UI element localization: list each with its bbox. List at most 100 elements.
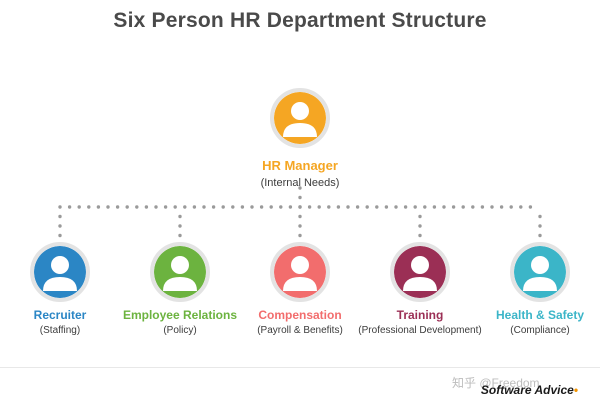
connector-dot <box>298 233 302 238</box>
training-desc: (Professional Development) <box>358 325 482 336</box>
node-training: Training (Professional Development) <box>345 242 495 336</box>
connector-dot <box>384 205 389 209</box>
connector-dot <box>115 205 120 209</box>
connector-dot <box>471 205 475 209</box>
connector-dot <box>58 233 62 238</box>
node-compensation: Compensation (Payroll & Benefits) <box>225 242 375 336</box>
compensation-desc: (Payroll & Benefits) <box>257 325 343 336</box>
person-icon <box>394 246 446 298</box>
connector-dot <box>135 205 139 209</box>
connector-dot <box>298 195 302 200</box>
connector-dot <box>106 205 110 209</box>
connector-dot <box>192 205 197 209</box>
node-hr-manager: HR Manager (Internal Needs) <box>225 88 375 189</box>
connector-dot <box>519 205 523 209</box>
connector-dot <box>125 205 129 209</box>
connector-dot <box>538 233 542 238</box>
health-safety-avatar <box>510 242 570 302</box>
connector-dot <box>365 205 369 209</box>
connector-dot <box>144 205 149 209</box>
recruiter-role: Recruiter <box>33 308 87 322</box>
connector-dot <box>461 205 465 209</box>
connector-dot <box>509 205 513 209</box>
connector-dot <box>231 205 235 209</box>
hr-manager-role: HR Manager <box>262 158 338 173</box>
footer-divider <box>0 367 600 368</box>
connector-dot <box>375 205 379 209</box>
employee-relations-role: Employee Relations <box>122 308 238 322</box>
connector-dot <box>317 205 321 209</box>
connector-dot <box>288 205 293 209</box>
connector-dot <box>163 205 168 209</box>
hr-manager-avatar <box>270 88 330 148</box>
connector-dot <box>279 205 283 209</box>
employee-relations-avatar <box>150 242 210 302</box>
connector-dot <box>418 233 422 238</box>
connector-dot <box>403 205 408 209</box>
connector-dot <box>211 205 216 209</box>
connector-dot <box>58 224 62 228</box>
connector-dot <box>96 205 101 209</box>
brand-mark-icon: • <box>573 383 578 397</box>
connector-dot <box>77 205 81 209</box>
connector-dot <box>178 224 182 228</box>
connector-dot <box>423 205 427 209</box>
connector-dot <box>178 233 182 238</box>
connector-dot <box>87 205 91 209</box>
connector-dot <box>173 205 177 209</box>
connector-dot <box>307 205 312 209</box>
node-health-safety: Health & Safety (Compliance) <box>465 242 600 336</box>
connector-dot <box>154 205 158 209</box>
connector-dot <box>250 205 254 209</box>
training-role: Training <box>396 308 444 322</box>
node-recruiter: Recruiter (Staffing) <box>0 242 135 336</box>
training-avatar <box>390 242 450 302</box>
diagram-title: Six Person HR Department Structure <box>113 9 487 32</box>
compensation-role: Compensation <box>258 308 342 322</box>
connector-dot <box>413 205 417 209</box>
connector-dot <box>394 205 398 209</box>
connector-dot <box>499 205 504 209</box>
connector-dot <box>418 224 422 228</box>
person-icon <box>274 92 326 144</box>
connector-dot <box>298 205 302 209</box>
connector-dot <box>538 214 542 219</box>
connector-dot <box>259 205 264 209</box>
connector-dot <box>327 205 331 209</box>
person-icon <box>34 246 86 298</box>
hr-manager-desc: (Internal Needs) <box>260 177 340 189</box>
connector-dot <box>298 186 302 190</box>
connector-dot <box>202 205 206 209</box>
person-icon <box>514 246 566 298</box>
connector-dot <box>298 224 302 228</box>
connector-dot <box>442 205 446 209</box>
connector-dot <box>418 214 422 219</box>
connector-dot <box>67 205 72 209</box>
connector-dot <box>58 214 62 219</box>
watermark: 知乎 @Freedom <box>452 376 540 390</box>
recruiter-desc: (Staffing) <box>39 325 81 336</box>
brand-name: Software Advice <box>480 383 574 397</box>
connector-dot <box>240 205 245 209</box>
person-icon <box>274 246 326 298</box>
health-safety-desc: (Compliance) <box>510 325 570 336</box>
health-safety-role: Health & Safety <box>495 308 585 322</box>
brand-logo: Software Advice• <box>481 383 578 397</box>
node-employee-relations: Employee Relations (Policy) <box>105 242 255 336</box>
person-icon <box>154 246 206 298</box>
compensation-avatar <box>270 242 330 302</box>
connector-dot <box>298 214 302 219</box>
connector-dot <box>336 205 341 209</box>
connector-dot <box>346 205 350 209</box>
connector-dot <box>432 205 437 209</box>
connector-dot <box>58 205 62 209</box>
connector-dot <box>355 205 360 209</box>
connector-dot <box>221 205 225 209</box>
connector-dot <box>480 205 485 209</box>
recruiter-avatar <box>30 242 90 302</box>
connector-dot <box>451 205 456 209</box>
connector-dot <box>178 214 182 219</box>
connector-dot <box>538 224 542 228</box>
connector-dot <box>490 205 494 209</box>
